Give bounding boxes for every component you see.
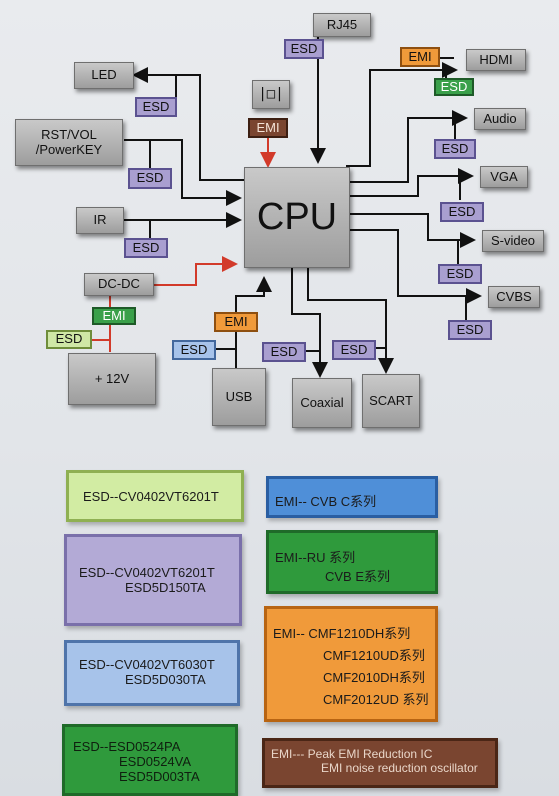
esd-label: ESD [448,203,476,219]
hdmi-block: HDMI [466,49,526,71]
legend-line: ESD5D003TA [119,769,200,784]
esd-led: ESD [135,97,177,117]
esd-rst: ESD [128,168,172,189]
esd-label: ESD [132,239,160,255]
emi-crystal: EMI [248,118,288,138]
scart-block: SCART [362,374,420,428]
connection-lines [92,36,482,378]
legend-emi-blue: EMI-- CVB C系列 [266,476,438,518]
vga-block: VGA [480,166,528,188]
legend-line: CMF2010DH系列 [323,670,425,686]
legend-line: ESD5D030TA [125,672,206,687]
legend-line: ESD--CV0402VT6201T [79,565,215,580]
legend-esd-purple: ESD--CV0402VT6201T ESD5D150TA [64,534,242,626]
esd-coaxial: ESD [262,342,306,362]
v12-label: + 12V [94,370,130,386]
dcdc-label: DC-DC [98,276,140,292]
crystal-block: |□| [252,80,290,109]
coaxial-label: Coaxial [300,394,344,410]
vga-label: VGA [490,168,518,184]
esd-vga: ESD [440,202,484,222]
cvbs-label: CVBS [496,288,532,304]
coaxial-block: Coaxial [292,378,352,428]
emi-label: EMI [102,307,126,323]
esd-label: ESD [440,78,468,94]
esd-label: ESD [136,170,164,186]
cvbs-block: CVBS [488,286,540,308]
esd-ir: ESD [124,238,168,258]
rst-label: RST/VOL /PowerKEY [35,126,103,157]
legend-line: EMI noise reduction oscillator [321,761,478,775]
legend-line: ESD0524VA [119,754,192,769]
power-12v-block: + 12V [68,353,156,405]
legend-line: ESD--CV0402VT6030T [79,657,215,672]
ir-block: IR [76,207,124,234]
rst-vol-powerkey-block: RST/VOL /PowerKEY [15,119,123,166]
legend-line: ESD5D150TA [125,580,206,595]
legend-emi-orange: EMI-- CMF1210DH系列 CMF1210UD系列 CMF2010DH系… [264,606,438,722]
esd-12v: ESD [46,330,92,349]
usb-block: USB [212,368,266,426]
audio-block: Audio [474,108,526,130]
esd-svideo: ESD [438,264,482,284]
cpu-block: CPU [244,167,350,268]
rj45-label: RJ45 [326,16,358,32]
s-video-block: S-video [482,230,544,252]
esd-label: ESD [180,341,208,357]
legend-line: CMF2012UD 系列 [323,692,429,708]
legend-line: ESD--CV0402VT6201T [83,489,219,504]
emi-label: EMI [408,48,432,64]
legend-line: CVB E系列 [325,569,391,584]
cpu-label: CPU [256,195,338,238]
legend-line: ESD--ESD0524PA [73,739,181,754]
esd-cvbs: ESD [448,320,492,340]
legend-line: EMI-- CMF1210DH系列 [273,626,411,641]
esd-label: ESD [142,98,170,114]
svideo-label: S-video [490,232,536,248]
legend-esd-green: ESD--ESD0524PA ESD0524VA ESD5D003TA [62,724,238,796]
ir-label: IR [93,212,107,228]
esd-hdmi: ESD [434,78,474,96]
scart-label: SCART [369,392,413,408]
audio-label: Audio [483,110,517,126]
legend-emi-brown: EMI--- Peak EMI Reduction IC EMI noise r… [262,738,498,788]
esd-label: ESD [340,341,368,357]
emi-dcdc: EMI [92,307,136,325]
legend-line: EMI--RU 系列 [275,550,356,565]
emi-usb: EMI [214,312,258,332]
crystal-icon: |□| [258,86,284,103]
esd-label: ESD [456,321,484,337]
led-label: LED [91,67,117,83]
legend-line: EMI-- CVB C系列 [275,494,377,509]
hdmi-label: HDMI [479,51,513,67]
legend-line: EMI--- Peak EMI Reduction IC [271,747,433,761]
dc-dc-block: DC-DC [84,273,154,296]
esd-audio: ESD [434,139,476,159]
emi-hdmi: EMI [400,47,440,67]
led-block: LED [74,62,134,89]
emi-label: EMI [256,119,280,135]
esd-label: ESD [290,40,318,56]
esd-label: ESD [441,140,469,156]
esd-usb: ESD [172,340,216,360]
esd-label: ESD [55,331,83,347]
legend-line: CMF1210UD系列 [323,648,425,664]
emi-label: EMI [224,313,248,329]
esd-label: ESD [270,343,298,359]
legend-emi-green: EMI--RU 系列 CVB E系列 [266,530,438,594]
legend-esd-light-blue: ESD--CV0402VT6030T ESD5D030TA [64,640,240,706]
esd-scart: ESD [332,340,376,360]
rj45-block: RJ45 [313,13,371,37]
legend-esd-light-green: ESD--CV0402VT6201T [66,470,244,522]
usb-label: USB [225,388,253,404]
esd-rj45: ESD [284,39,324,59]
esd-label: ESD [446,265,474,281]
